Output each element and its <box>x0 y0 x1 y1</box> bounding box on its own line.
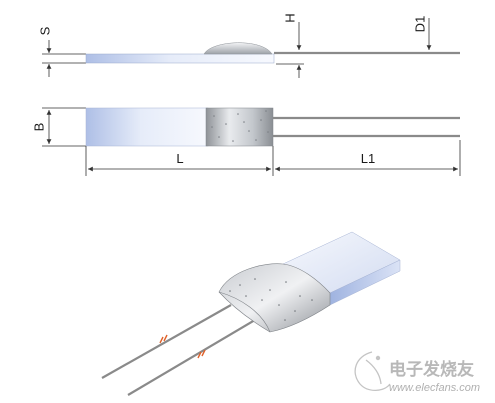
watermark: 电子发烧友 www.elecfans.com <box>354 351 480 394</box>
lead-bands <box>159 334 206 359</box>
iso-lead-wire-1 <box>101 304 232 379</box>
top-view: B L L1 <box>31 107 461 176</box>
iso-lead-wire-2 <box>127 319 256 396</box>
side-dome <box>203 42 273 55</box>
label-l: L <box>176 151 183 166</box>
label-l1: L1 <box>361 151 375 166</box>
iso-metal-cap <box>218 263 331 333</box>
label-s: S <box>37 26 52 35</box>
label-d1: D1 <box>412 16 427 33</box>
isometric-view <box>101 231 401 396</box>
cap-speckles <box>211 110 269 142</box>
iso-cap-speckles <box>229 278 313 321</box>
top-metal-cap <box>205 107 274 147</box>
side-view: S H D1 <box>37 13 460 78</box>
iso-cap-edge <box>218 291 271 333</box>
watermark-brand-cn: 电子发烧友 <box>389 359 474 380</box>
watermark-logo-icon <box>354 351 391 392</box>
top-body-plate <box>85 107 209 147</box>
side-body-plate <box>85 53 275 64</box>
watermark-url: www.elecfans.com <box>389 382 480 394</box>
label-h: H <box>282 13 297 22</box>
label-b: B <box>31 123 46 132</box>
